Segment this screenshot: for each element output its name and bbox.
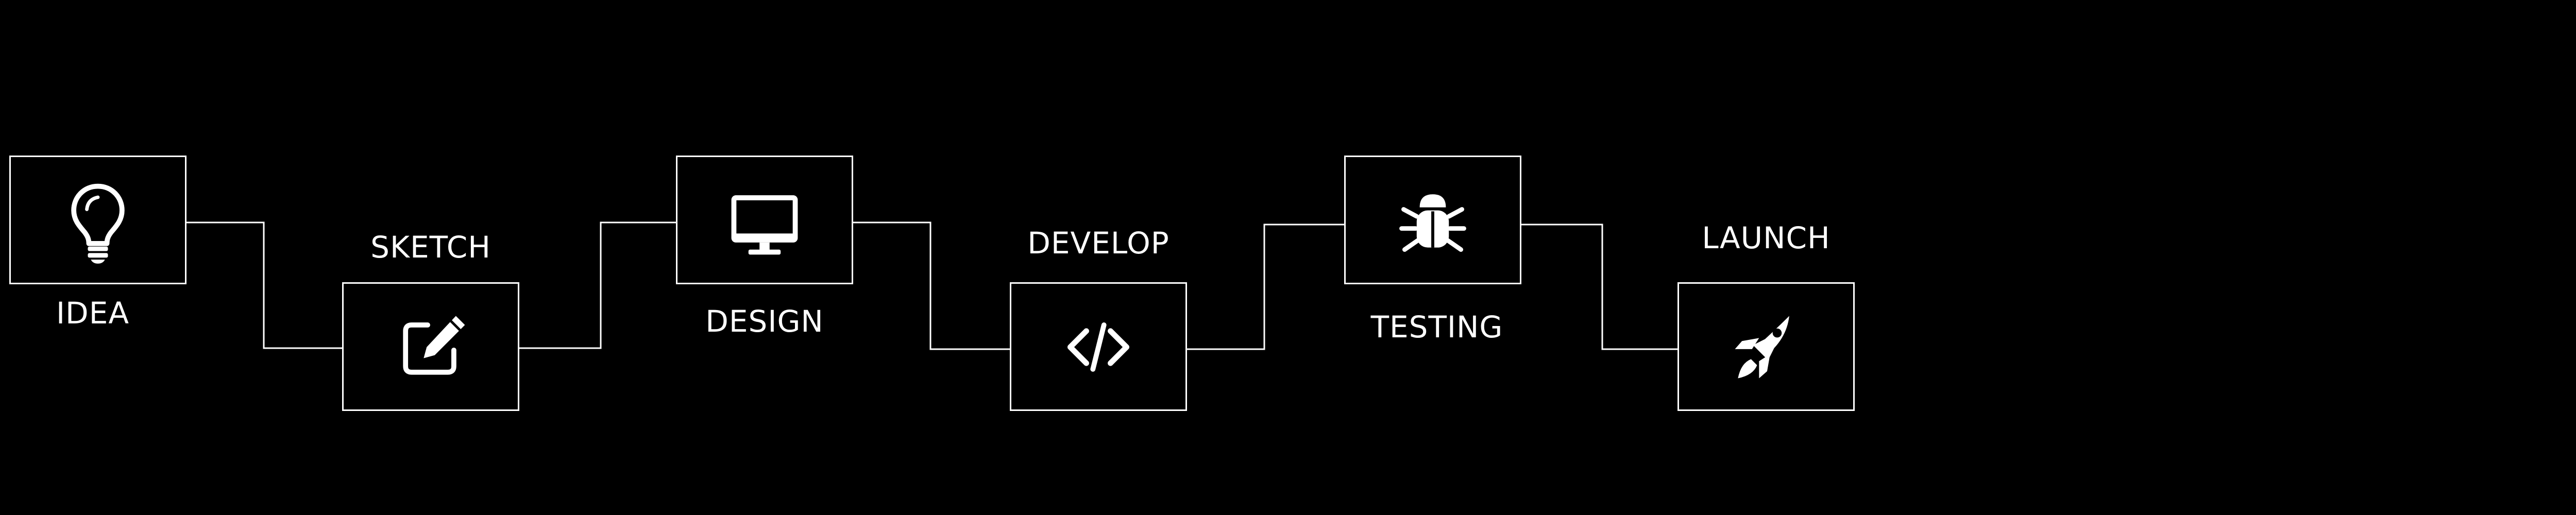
connector-develop-testing: [1187, 224, 1344, 350]
step-sketch-label: SKETCH: [370, 230, 491, 265]
step-testing-label: TESTING: [1370, 310, 1503, 345]
connector-idea-sketch: [187, 221, 342, 349]
step-launch-box: [1677, 282, 1855, 411]
step-idea-label: IDEA: [56, 296, 130, 331]
lightbulb-icon: [71, 183, 125, 264]
step-develop-label: DEVELOP: [1027, 226, 1170, 261]
connector-design-develop: [853, 221, 1010, 350]
connector-testing-launch: [1521, 224, 1677, 350]
edit-icon: [403, 316, 465, 375]
step-design-label: DESIGN: [705, 304, 824, 339]
rocket-icon: [1735, 316, 1789, 379]
step-develop-box: [1010, 282, 1187, 411]
step-idea-box: [9, 156, 187, 284]
step-sketch-box: [342, 282, 519, 411]
step-testing-box: [1344, 156, 1521, 284]
connector-sketch-design: [519, 221, 676, 349]
bug-icon: [1399, 194, 1466, 252]
code-icon: [1067, 322, 1130, 372]
step-launch-label: LAUNCH: [1702, 220, 1831, 255]
step-design-box: [676, 156, 853, 284]
monitor-icon: [731, 195, 798, 255]
